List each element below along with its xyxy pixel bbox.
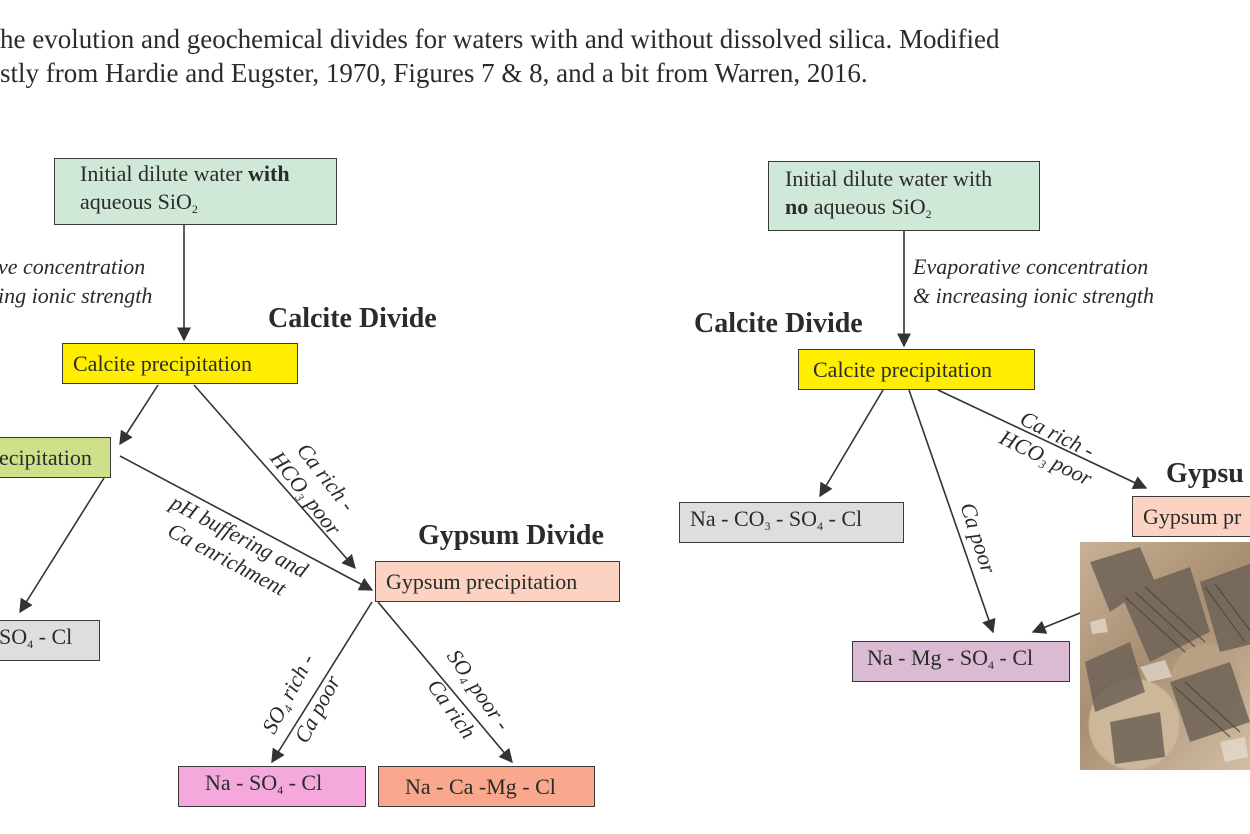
left-evap-line-2: ing ionic strength <box>0 283 153 308</box>
right-naco3-sub2: 4 <box>817 519 823 533</box>
left-calcite-precip-text: Calcite precipitation <box>73 350 252 376</box>
right-gypsum-precip-text: Gypsum pr <box>1143 503 1242 529</box>
arrow-right-calcite-to-gypsum <box>937 389 1148 489</box>
arrow-right-calcite-to-namg <box>908 389 996 634</box>
right-na-co3-so4-cl-box: Na - CO3 - SO4 - Cl <box>679 502 904 543</box>
left-initial-bold-with: with <box>248 161 290 186</box>
right-initial-line-2: aqueous SiO <box>808 193 926 219</box>
left-nacamgcl-text: Na - Ca -Mg - Cl <box>405 773 556 799</box>
left-evap-line-1: ve concentration <box>0 254 146 279</box>
left-so4-cl-text: - Cl <box>33 624 73 649</box>
caption-line-1: he evolution and geochemical divides for… <box>0 24 1000 54</box>
arrow-left-partial-to-gypsum <box>119 455 374 591</box>
right-evap-label: Evaporative concentration & increasing i… <box>913 252 1154 310</box>
right-naco3-cl: - Cl <box>823 506 863 531</box>
left-gypsum-divide-title: Gypsum Divide <box>418 520 604 551</box>
left-naso4-cl: - Cl <box>283 770 323 795</box>
left-initial-sub-2: 2 <box>191 202 198 216</box>
arrow-right-calcite-to-naco3 <box>819 389 884 498</box>
arrow-left-calcite-to-gypsum <box>193 384 356 570</box>
left-initial-text-1: Initial dilute water <box>80 161 248 186</box>
right-initial-line-1: Initial dilute water with <box>785 165 993 191</box>
right-gypsum-divide-title: Gypsu <box>1166 458 1244 489</box>
right-namg-cl: - Cl <box>994 645 1034 670</box>
left-gypsum-precip-text: Gypsum precipitation <box>386 568 578 594</box>
right-naco3-text: Na - CO <box>690 506 765 531</box>
left-na-so4-cl-box: Na - SO4 - Cl <box>178 766 366 807</box>
left-gypsum-precipitation-box: Gypsum precipitation <box>375 561 620 602</box>
left-so4-sub: 4 <box>27 637 34 651</box>
left-calcite-precipitation-box: Calcite precipitation <box>62 343 298 384</box>
right-initial-bold-no: no <box>785 193 809 219</box>
right-namg-sub: 4 <box>988 658 994 672</box>
right-na-mg-so4-cl-box: Na - Mg - SO4 - Cl <box>852 641 1070 682</box>
arrow-left-partial-to-so4cl <box>19 477 105 614</box>
caption-line-2: stly from Hardie and Eugster, 1970, Figu… <box>0 58 868 88</box>
gypsum-crystal-photo <box>1080 542 1250 770</box>
left-partial-precip-text: ecipitation <box>0 444 92 470</box>
left-na-ca-mg-cl-box: Na - Ca -Mg - Cl <box>378 766 595 807</box>
right-evap-line-1: Evaporative concentration <box>913 254 1149 279</box>
right-initial-sub: 2 <box>925 206 932 221</box>
gypsum-crystal-photo-icon <box>1085 547 1250 764</box>
left-initial-text-2: aqueous SiO <box>80 189 192 214</box>
right-calcite-precipitation-box: Calcite precipitation <box>798 349 1035 390</box>
arrow-left-calcite-to-partial <box>119 384 159 446</box>
left-so4-cl-box: SO4 - Cl <box>0 620 100 661</box>
right-calcite-precip-text: Calcite precipitation <box>813 356 992 382</box>
left-initial-water-box: Initial dilute water with aqueous SiO2 <box>54 158 337 225</box>
right-namg-text: Na - Mg - SO <box>867 645 988 670</box>
left-partial-precipitation-box: ecipitation <box>0 437 111 478</box>
right-naco3-mid: - SO <box>770 506 817 531</box>
left-evap-label: ve concentration ing ionic strength <box>0 252 152 310</box>
left-calcite-divide-title: Calcite Divide <box>268 303 437 334</box>
left-so4-text: SO <box>0 624 28 649</box>
left-naso4-text: Na - SO <box>205 770 278 795</box>
right-naco3-sub1: 3 <box>764 519 771 533</box>
right-initial-water-box: Initial dilute water with no aqueous SiO… <box>768 161 1040 231</box>
arrow-left-gypsum-to-nacamgcl <box>377 601 513 764</box>
right-evap-line-2: & increasing ionic strength <box>913 283 1154 308</box>
right-calcite-divide-title: Calcite Divide <box>694 308 863 339</box>
left-naso4-sub: 4 <box>277 783 284 797</box>
figure-caption: he evolution and geochemical divides for… <box>0 22 1250 90</box>
arrow-left-gypsum-to-naso4cl <box>271 601 373 764</box>
right-gypsum-precipitation-box: Gypsum pr <box>1132 496 1250 537</box>
